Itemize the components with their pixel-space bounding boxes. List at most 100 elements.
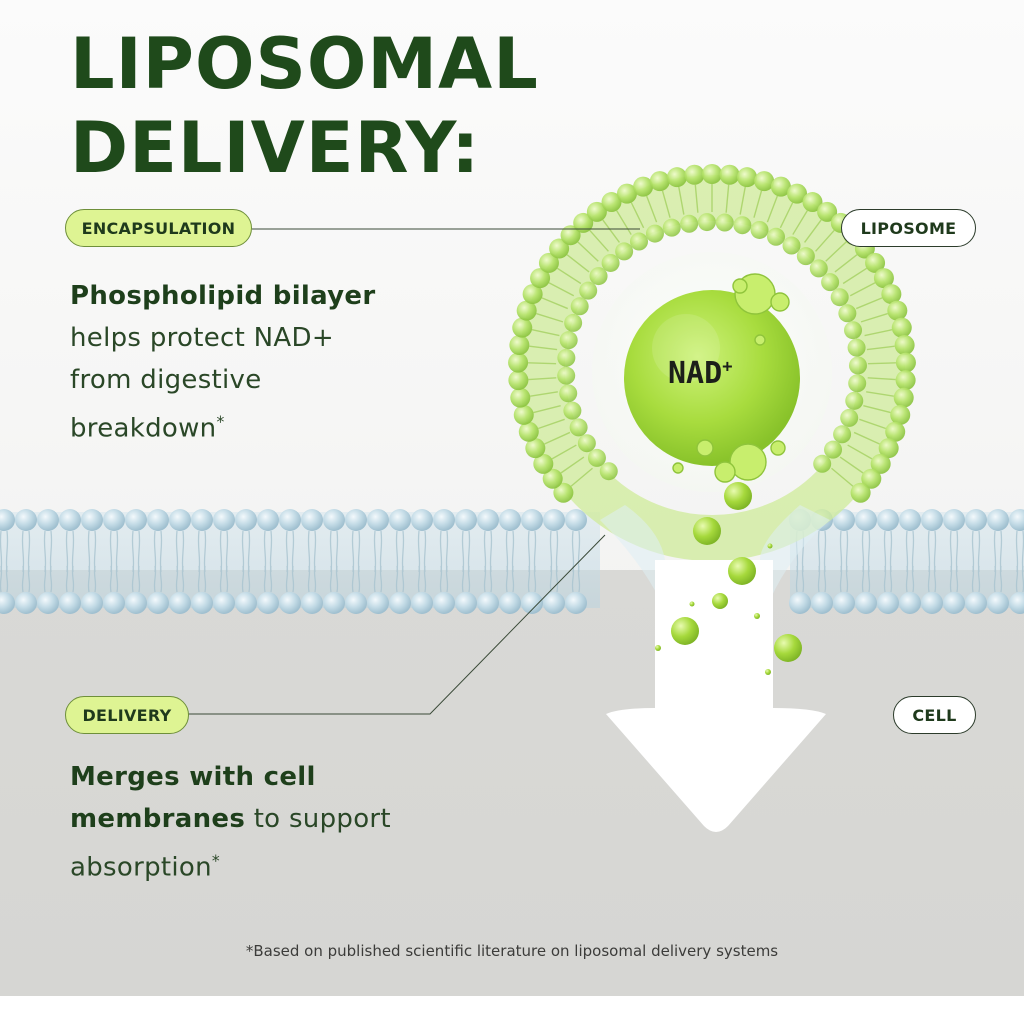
liposome-lipid-head <box>615 242 634 261</box>
lipid-head <box>0 509 15 531</box>
liposome-lipid-tail <box>661 190 671 218</box>
lipid-head <box>147 509 169 531</box>
lipid-head <box>943 592 965 614</box>
cell-label: CELL <box>893 696 976 734</box>
liposome-lipid-head <box>564 313 583 332</box>
liposome-lipid-tail <box>779 202 794 229</box>
liposome-lipid-head <box>645 224 664 243</box>
liposome-lipid-tail <box>849 282 876 297</box>
lipid-head <box>389 592 411 614</box>
lipid-head <box>855 592 877 614</box>
lipid-head <box>191 592 213 614</box>
lipid-head <box>965 592 987 614</box>
liposome-lipid-tail <box>602 219 620 243</box>
lipid-tail <box>131 565 141 593</box>
liposome-lipid-head <box>750 220 769 239</box>
liposome-lipid-head <box>533 453 554 474</box>
liposome-lipid-tail <box>589 229 609 252</box>
lipid-head <box>81 509 103 531</box>
cell-interior-background <box>0 570 1024 996</box>
liposome-lipid-head <box>557 366 576 385</box>
liposome-lipid-head <box>553 482 574 503</box>
membrane-heads-top <box>0 509 1024 531</box>
liposome-lipid-tail <box>538 418 565 430</box>
liposome-lipid-head <box>767 227 786 246</box>
lipid-head <box>877 592 899 614</box>
lipid-head <box>367 592 389 614</box>
liposome-lipid-head <box>873 268 894 289</box>
liposome-lipid-head <box>586 201 607 222</box>
lipid-tail <box>549 565 559 593</box>
lipid-head <box>279 509 301 531</box>
liposome-lipid-head <box>840 408 859 427</box>
lipid-tail <box>373 565 383 593</box>
lipid-head <box>279 592 301 614</box>
encapsulation-bold-text: Phospholipid bilayer <box>70 281 376 311</box>
liposome-lipid-head <box>702 164 722 184</box>
liposome-lipid-head <box>508 352 529 373</box>
lipid-tail <box>905 565 915 593</box>
liposome-lipid-head <box>833 425 852 444</box>
lipid-head <box>323 509 345 531</box>
lipid-tail <box>153 565 163 593</box>
liposome-lipid-head <box>787 183 808 204</box>
liposome-lipid-tail <box>630 202 645 229</box>
delivery-arrow <box>606 560 826 832</box>
liposome-lipid-head <box>559 331 578 350</box>
liposome-lipid-head <box>616 183 637 204</box>
lipid-head <box>411 592 433 614</box>
liposome-lipid-head <box>737 167 758 188</box>
encapsulation-description: Phospholipid bilayer helps protect NAD+ … <box>70 281 376 444</box>
liposome-lipid-tail <box>556 267 582 285</box>
title-line-1: LIPOSOMAL <box>70 23 539 105</box>
liposome-lipid-head <box>733 216 752 235</box>
liposome-lipid-tail <box>528 362 557 365</box>
lipid-tail <box>527 565 537 593</box>
lipid-tail <box>971 565 981 593</box>
liposome-lipid-tail <box>825 241 847 262</box>
lipid-head <box>103 592 125 614</box>
lipid-head <box>37 509 59 531</box>
lipid-tail <box>795 565 805 593</box>
liposome-lipid-tail <box>530 391 558 397</box>
lipid-head <box>213 509 235 531</box>
liposome-lipid-head <box>573 212 594 233</box>
liposome-lipid-head <box>538 252 559 273</box>
liposome-lipid-tail <box>531 329 560 337</box>
liposome-lipid-head <box>587 448 606 467</box>
liposome-lipid-head <box>796 247 815 266</box>
lipid-tail <box>0 565 9 593</box>
liposome-lipid-head <box>824 440 843 459</box>
lipid-head <box>59 509 81 531</box>
liposome-lipid-head <box>782 236 801 255</box>
liposome-lipid-head <box>850 482 871 503</box>
lipid-head <box>943 509 965 531</box>
lipid-head <box>543 509 565 531</box>
liposome-lipid-head <box>559 384 578 403</box>
liposome-lipid-tail <box>548 282 575 297</box>
lipid-head <box>301 592 323 614</box>
lipid-tail <box>993 565 1003 593</box>
lipid-head <box>565 592 587 614</box>
liposome-lipid-head <box>881 284 902 305</box>
lipid-tail <box>949 565 959 593</box>
lipid-head <box>235 509 257 531</box>
liposome-lipid-head <box>649 171 670 192</box>
lipid-head <box>921 592 943 614</box>
liposome-lipid-head <box>525 438 546 459</box>
liposome-lipid-tail <box>566 254 590 273</box>
lipid-tail <box>1015 565 1024 593</box>
lipid-head <box>81 592 103 614</box>
liposome-lipid-head <box>719 164 740 185</box>
liposome-lipid-head <box>516 300 537 321</box>
lipid-tail <box>329 565 339 593</box>
lipid-tail <box>571 565 581 593</box>
liposome-lipid-tail <box>766 195 778 223</box>
lipid-tail <box>351 565 361 593</box>
lipid-head <box>103 509 125 531</box>
liposome-lipid-tail <box>678 186 685 215</box>
liposome-lipid-tail <box>560 456 585 474</box>
lipid-head <box>789 592 811 614</box>
liposome-lipid-head <box>865 252 886 273</box>
title-line-2: DELIVERY: <box>70 107 481 189</box>
